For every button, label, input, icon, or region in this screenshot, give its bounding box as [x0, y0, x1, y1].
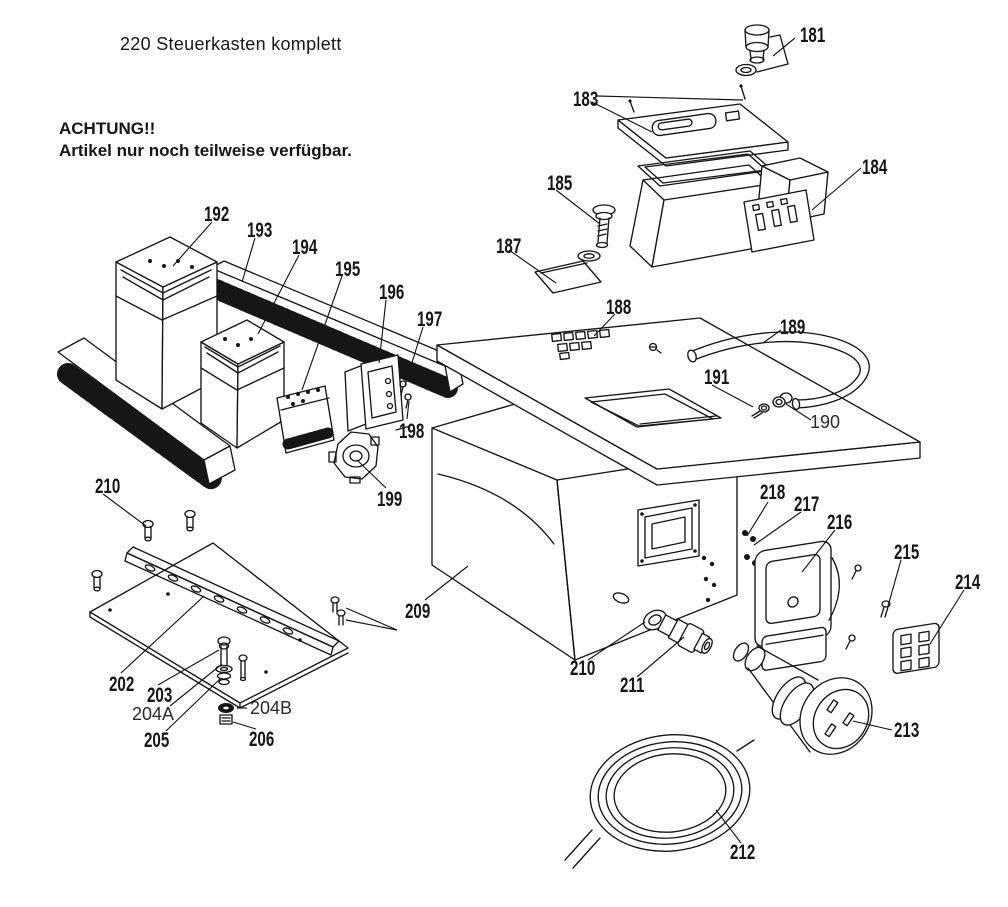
part-label-215: 215	[894, 541, 920, 564]
part-label-206: 206	[249, 728, 275, 751]
part-209-box-drawing	[431, 401, 738, 661]
part-190-nut-drawing	[772, 392, 793, 408]
part-label-196: 196	[379, 281, 405, 304]
part-189-handle-drawing	[687, 331, 870, 411]
part-label-194: 194	[292, 236, 318, 259]
part-191-screw-drawing	[751, 403, 770, 419]
lower-cable-duct-drawing	[57, 337, 236, 490]
part-185-screw-drawing	[577, 204, 616, 262]
part-181-drawing	[735, 24, 789, 77]
part-label-217: 217	[794, 493, 820, 516]
part-label-198: 198	[399, 420, 425, 443]
part-194-drawing	[200, 319, 285, 449]
plate-screws-drawing	[91, 509, 346, 626]
part-label-203: 203	[147, 684, 173, 707]
part-label-185: 185	[547, 172, 573, 195]
part-215-screw-drawing	[845, 564, 891, 650]
part-197-screw-drawing	[399, 380, 407, 396]
warning-text: ACHTUNG!! Artikel nur noch teilweise ver…	[59, 118, 352, 162]
warning-line-1: ACHTUNG!!	[59, 119, 156, 138]
part-212-cable-drawing	[564, 734, 755, 869]
part-label-192: 192	[204, 203, 230, 226]
part-label-204B: 204B	[250, 698, 293, 718]
part-label-190: 190	[810, 412, 841, 432]
part-187-strip-drawing	[534, 260, 602, 294]
part-label-204A: 204A	[132, 704, 175, 724]
part-label-191: 191	[704, 366, 730, 389]
part-label-210-plate: 210	[95, 475, 121, 498]
part-label-199: 199	[377, 488, 403, 511]
part-label-210-box: 210	[570, 657, 596, 680]
part-label-211: 211	[620, 674, 645, 697]
part-label-212: 212	[730, 841, 756, 864]
leader-lines	[102, 37, 965, 844]
part-214-connector-drawing	[892, 622, 940, 674]
part-199-drawing	[328, 431, 380, 484]
part-184-drawing	[743, 157, 829, 253]
part-label-181: 181	[800, 24, 826, 47]
part-203-screw-drawing	[215, 636, 248, 686]
part-label-209: 209	[405, 600, 431, 623]
page-title: 220 Steuerkasten komplett	[120, 34, 342, 54]
part-188-lid-drawing	[436, 317, 921, 486]
part-206-clamp-drawing	[219, 714, 233, 725]
part-label-214: 214	[955, 571, 981, 594]
part-195-drawing	[276, 385, 335, 454]
part-label-193: 193	[247, 219, 273, 242]
part-label-188: 188	[606, 296, 632, 319]
part-218-screw-drawing	[742, 530, 748, 536]
part-label-195: 195	[335, 258, 361, 281]
part-198-screw-drawing	[404, 393, 412, 409]
part-202-plate-drawing	[89, 542, 349, 709]
part-204b-nut-drawing	[218, 703, 234, 713]
part-216-housing-drawing	[754, 540, 840, 671]
part-label-218: 218	[760, 481, 786, 504]
part-label-187: 187	[496, 235, 522, 258]
warning-line-2: Artikel nur noch teilweise verfügbar.	[59, 141, 352, 160]
part-196-drawing	[344, 354, 411, 442]
part-213-plug-drawing	[732, 642, 873, 755]
part-label-183: 183	[573, 88, 599, 111]
part-label-205: 205	[144, 729, 170, 752]
part-label-184: 184	[862, 156, 888, 179]
part-label-189: 189	[780, 316, 806, 339]
part-217-screw-drawing	[750, 536, 756, 542]
part-label-202: 202	[109, 673, 135, 696]
part-label-197: 197	[417, 308, 443, 331]
part-211-gland-drawing	[657, 614, 713, 654]
part-label-216: 216	[827, 511, 853, 534]
part-label-213: 213	[894, 719, 920, 742]
